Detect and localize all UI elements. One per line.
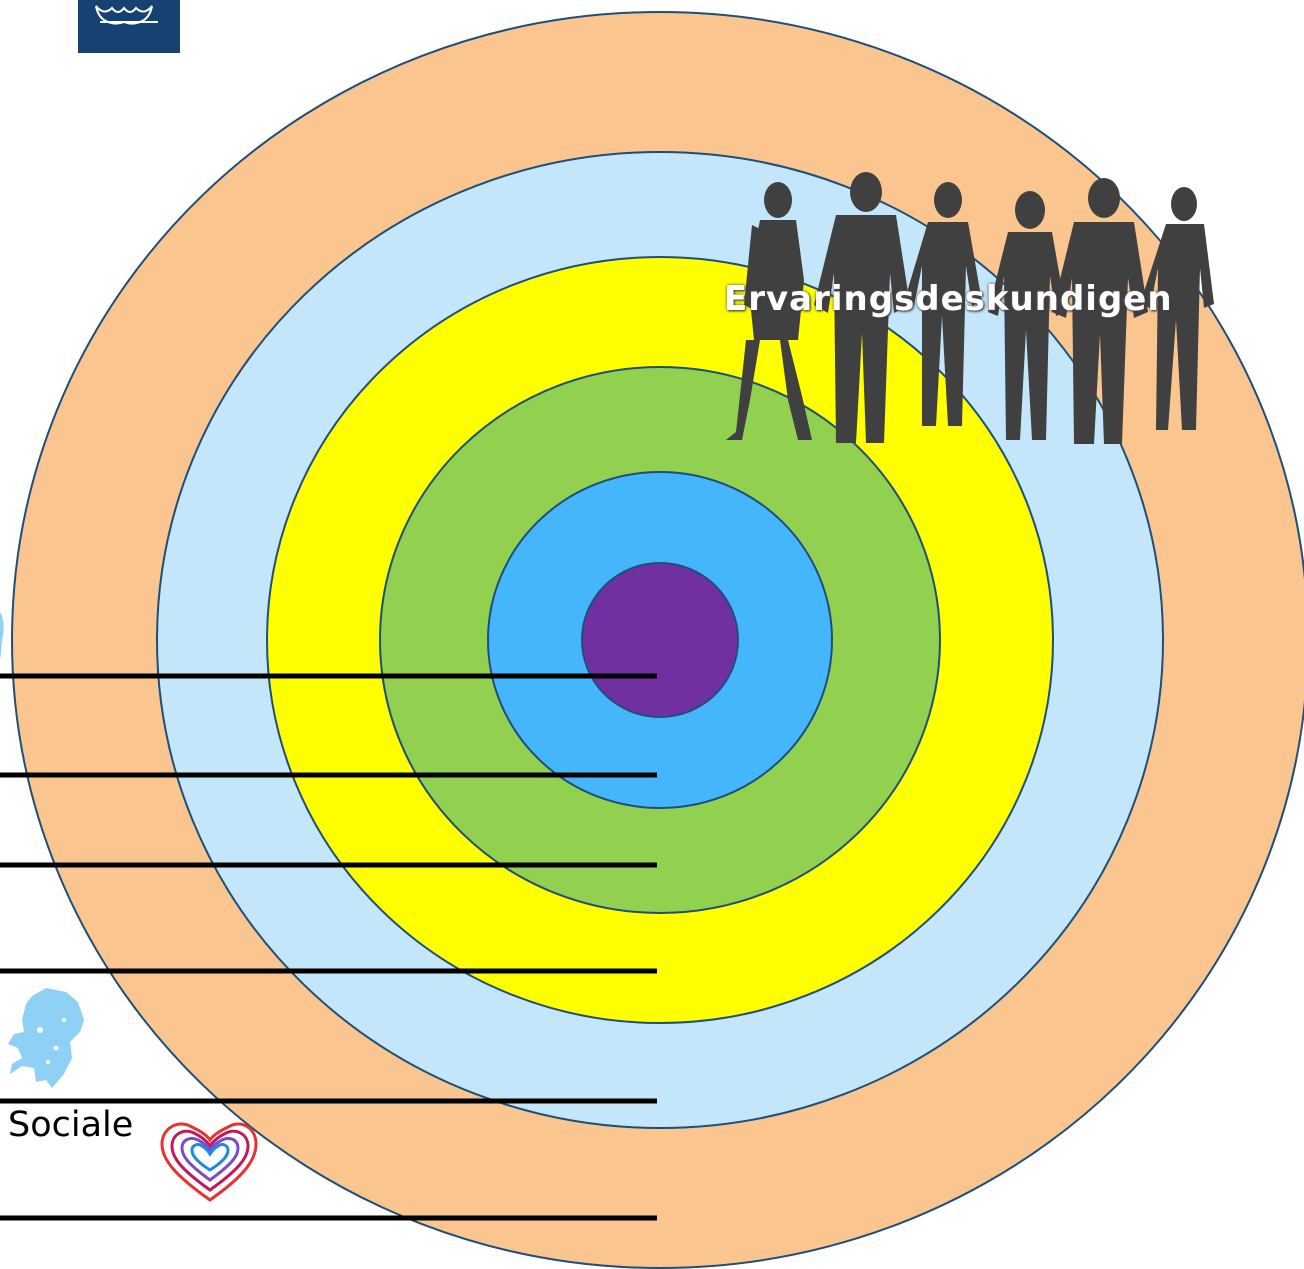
people-silhouette-icon [726, 172, 1214, 444]
person-silhouette [814, 172, 910, 443]
person-silhouette [726, 182, 812, 440]
netherlands-map-icon [8, 988, 84, 1088]
target-rings [11, 11, 1304, 1269]
person-silhouette [988, 191, 1066, 440]
heart-icon [160, 1122, 258, 1202]
pointer-lines [0, 673, 657, 1221]
sociale-label: Sociale [8, 1105, 134, 1145]
ring-center [581, 562, 739, 718]
person-silhouette [904, 182, 982, 426]
person-silhouette [1052, 178, 1148, 444]
rijksoverheid-logo [78, 0, 180, 53]
group-label: Ervaringsdeskundigen [724, 279, 1173, 319]
person-silhouette [1140, 187, 1214, 430]
partial-icon [0, 612, 4, 660]
